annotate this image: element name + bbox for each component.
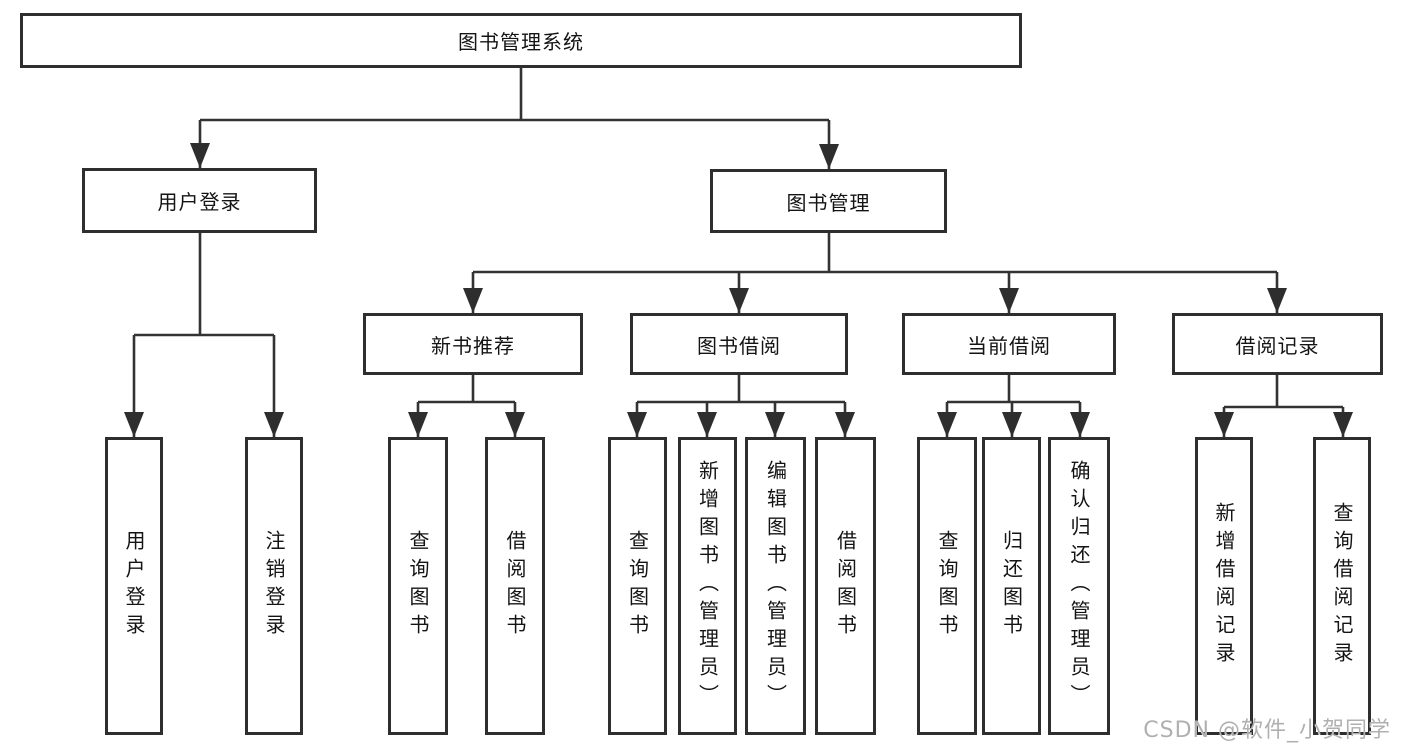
node-user-login: 用户登录 xyxy=(82,168,317,233)
leaf-borrow-book-recommend: 借阅图书 xyxy=(485,437,545,735)
leaf-query-book-recommend: 查询图书 xyxy=(388,437,448,735)
node-root-system: 图书管理系统 xyxy=(20,13,1022,68)
leaf-add-borrow-record: 新增借阅记录 xyxy=(1195,437,1253,735)
csdn-watermark: CSDN @软件_小贺同学 xyxy=(1143,718,1391,743)
leaf-confirm-return-admin: 确认归还（管理员） xyxy=(1048,437,1110,735)
node-new-book-recommend: 新书推荐 xyxy=(363,313,583,375)
leaf-edit-book-admin: 编辑图书（管理员） xyxy=(745,437,806,735)
leaf-query-book-current: 查询图书 xyxy=(917,437,977,735)
leaf-query-borrow-record: 查询借阅记录 xyxy=(1313,437,1371,735)
node-current-borrow: 当前借阅 xyxy=(902,313,1116,375)
node-book-borrow: 图书借阅 xyxy=(630,313,848,375)
node-book-management: 图书管理 xyxy=(710,169,947,233)
leaf-user-login: 用户登录 xyxy=(105,437,163,735)
leaf-query-book-borrow: 查询图书 xyxy=(608,437,667,735)
leaf-return-book: 归还图书 xyxy=(982,437,1041,735)
leaf-logout: 注销登录 xyxy=(245,437,303,735)
node-borrow-record: 借阅记录 xyxy=(1172,313,1383,375)
leaf-add-book-admin: 新增图书（管理员） xyxy=(678,437,737,735)
leaf-borrow-book: 借阅图书 xyxy=(815,437,876,735)
